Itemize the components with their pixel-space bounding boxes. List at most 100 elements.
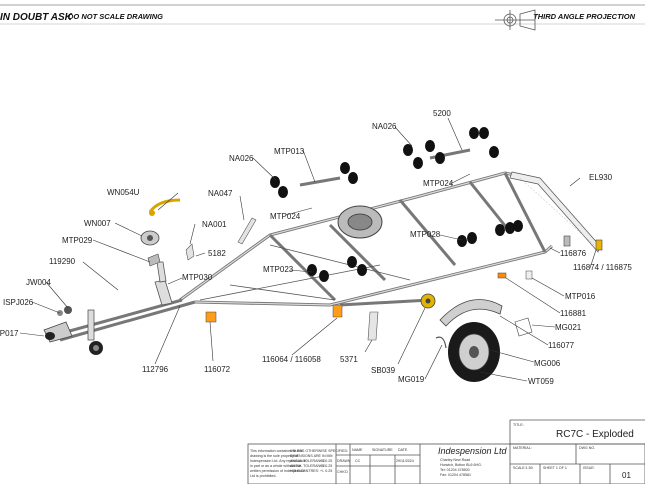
drawn-name: CC — [355, 459, 361, 463]
label-119290: 119290 — [49, 257, 76, 266]
leader-lines — [19, 117, 597, 382]
coupling-icon — [43, 321, 73, 343]
side-reflector-116072 — [205, 311, 217, 323]
confidential-line-6: Ltd is prohibited. — [250, 474, 276, 478]
label-wt059: WT059 — [528, 377, 554, 386]
label-mtp024-right: MTP024 — [423, 179, 454, 188]
bow-snubber-icon — [147, 253, 161, 267]
projection-symbol-icon — [495, 9, 536, 31]
note-line-3: ANGUL TOLERANCE: — [290, 459, 326, 463]
drawing-title: RC7C - Exploded — [556, 429, 634, 440]
note-line-2: DIMENSIONS ARE IN MM — [290, 454, 333, 458]
note-line-1: UNLESS OTHERWISE SPECIFIED: — [290, 449, 348, 453]
in-doubt-ask-note: IN DOUBT ASK — [0, 12, 72, 23]
name-header: NAME — [352, 448, 363, 452]
bracket-na047 — [237, 217, 257, 245]
part-labels: 5200 NA026 MTP013 NA026 EL930 MTP024 WN0… — [0, 109, 632, 386]
label-na026-left: NA026 — [229, 154, 254, 163]
label-el930: EL930 — [589, 173, 613, 182]
label-5200: 5200 — [433, 109, 451, 118]
winch-icon — [140, 230, 160, 246]
mudguard-icon — [439, 299, 503, 327]
label-mtp016: MTP016 — [565, 292, 596, 301]
marker-light-icon — [497, 270, 533, 280]
hub-icon — [420, 293, 436, 309]
label-wn007: WN007 — [84, 219, 111, 228]
winch-strap-icon — [148, 198, 181, 216]
mudguard-bracket-5371 — [367, 311, 379, 341]
label-jw004: JW004 — [26, 278, 51, 287]
lighting-board-el930 — [509, 171, 601, 253]
label-mtp029: MTP029 — [62, 236, 93, 245]
sheet-text: SHEET 1 OF 1 — [543, 466, 567, 470]
label-116876: 116876 — [560, 249, 587, 258]
label-na001: NA001 — [202, 220, 227, 229]
winch-post — [154, 261, 173, 306]
keel-rollers — [270, 127, 523, 282]
tolerance-2: +/- 0.25 — [320, 464, 332, 468]
chkd-label: CHK'D — [337, 470, 348, 474]
label-mg006: MG006 — [534, 359, 561, 368]
label-5182: 5182 — [208, 249, 226, 258]
label-116874-116875: 116874 / 116875 — [573, 263, 632, 272]
spring-clip-mg019 — [435, 336, 447, 349]
roller-bar-mtp013 — [299, 176, 341, 187]
do-not-scale-note: DO NOT SCALE DRAWING — [68, 12, 163, 21]
label-mtp024-mid: MTP024 — [270, 212, 301, 221]
issue-number: 01 — [622, 471, 631, 480]
address-line-3: Tel: 01204 478500 — [440, 468, 470, 472]
confidential-line-4: in part or as a whole without the — [250, 464, 301, 468]
address-line-1: Charley New Road — [440, 458, 470, 462]
jockey-clamp-icon — [57, 306, 72, 316]
label-mg021: MG021 — [555, 323, 582, 332]
company-name: Indespension Ltd — [438, 446, 508, 456]
label-112796: 112796 — [142, 365, 169, 374]
light-cluster-icon — [563, 235, 603, 251]
signature-header: SIGNATURE — [372, 448, 393, 452]
tolerance-1: +/- 0.25 — [320, 459, 332, 463]
confidential-line-2: drawing is the sole property of — [250, 454, 298, 458]
label-5371: 5371 — [340, 355, 358, 364]
confidential-line-5: written permission of Indespension — [250, 469, 305, 473]
label-wn054u: WN054U — [107, 188, 140, 197]
title-block: TITLE: RC7C - Exploded Indespension Ltd … — [247, 419, 645, 484]
mudguard-stay-mg021 — [514, 317, 533, 337]
label-sb039: SB039 — [371, 366, 396, 375]
label-mtp028: MTP028 — [410, 230, 441, 239]
label-mtp030: MTP030 — [182, 273, 213, 282]
note-line-4: ANGUL TOLERANCE: — [290, 464, 326, 468]
drawn-date: 29/11/2024 — [396, 459, 414, 463]
date-header: DATE — [398, 448, 408, 452]
label-ispj026: ISPJ026 — [3, 298, 34, 307]
label-mtp023: MTP023 — [263, 265, 294, 274]
label-116064-116058: 116064 / 116058 — [262, 355, 321, 364]
bracket-na001 — [185, 243, 195, 261]
trailer-frame — [54, 171, 553, 342]
tolerance-3: +/- 0.25 — [320, 469, 332, 473]
projection-note: THIRD ANGLE PROJECTION — [533, 12, 635, 21]
label-116077: 116077 — [548, 341, 575, 350]
label-mtp013: MTP013 — [274, 147, 305, 156]
address-line-4: Fax: 01204 478581 — [440, 473, 471, 477]
title-label: TITLE: — [513, 423, 524, 427]
dwg-no-label: DWG NO. — [579, 446, 595, 450]
label-na026-top: NA026 — [372, 122, 397, 131]
confidential-line-3: Indespension Ltd. Any reproduction — [250, 459, 306, 463]
note-line-5: HOLE CENTRES: — [290, 469, 319, 473]
label-116072: 116072 — [204, 365, 231, 374]
label-cp017: CP017 — [0, 329, 19, 338]
issue-label: ISSUE: — [583, 466, 595, 470]
jockey-wheel-icon — [87, 309, 103, 355]
confidential-line-1: This information contained in this — [250, 449, 303, 453]
material-label: MATERIAL: — [513, 446, 532, 450]
label-mg019: MG019 — [398, 375, 425, 384]
label-116881: 116881 — [560, 309, 587, 318]
side-reflector-116064 — [332, 304, 343, 318]
scale-text: SCALE:1:50 — [513, 466, 533, 470]
drawn-label: DRAWN — [337, 459, 351, 463]
label-na047: NA047 — [208, 189, 233, 198]
address-line-2: Horwich, Bolton BL6 6HG. — [440, 463, 482, 467]
road-wheel-wt059 — [448, 322, 500, 382]
